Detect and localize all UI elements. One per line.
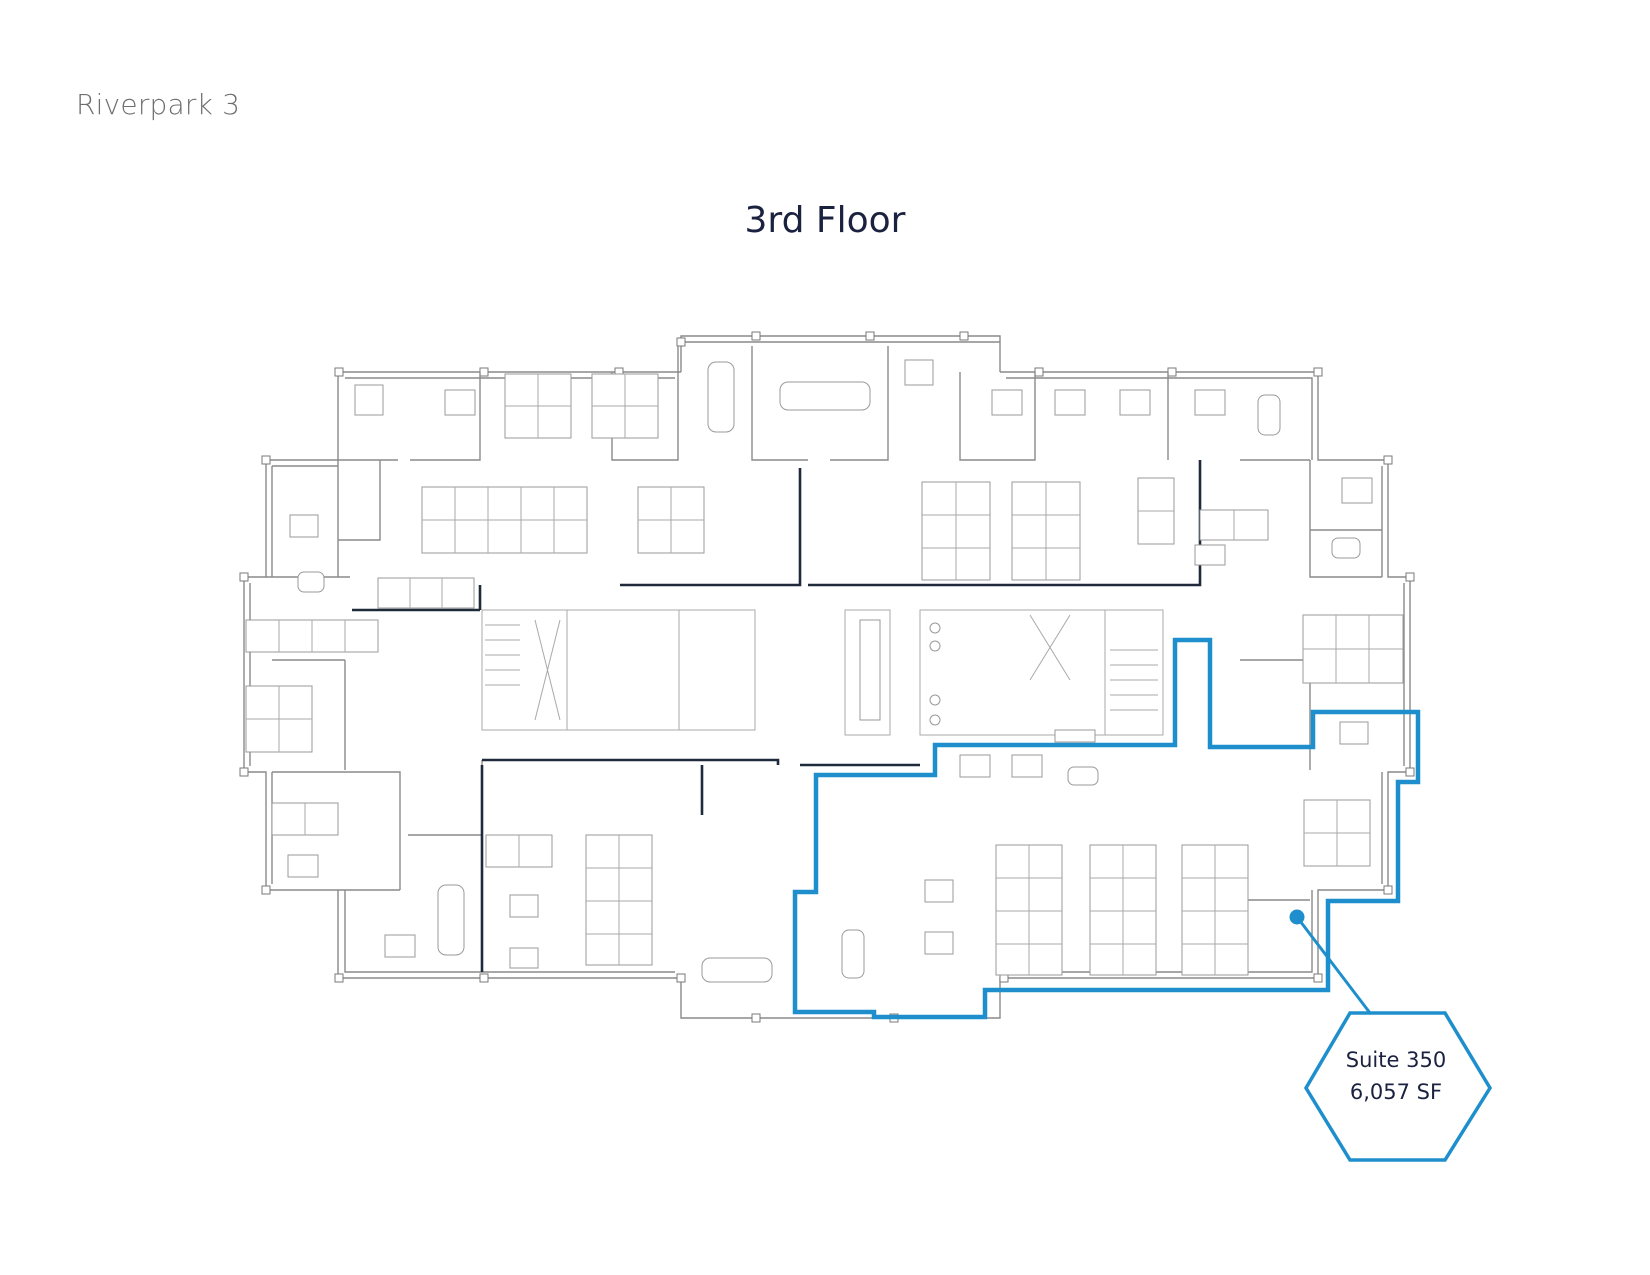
building-name: Riverpark 3	[76, 88, 241, 121]
suite-label: Suite 350	[1345, 1048, 1447, 1072]
suite-area: 6,057 SF	[1349, 1080, 1443, 1104]
suite-350-outline	[792, 637, 1421, 1020]
suite-callout-text: Suite 350 6,057 SF	[1306, 1044, 1486, 1108]
interior-walls	[266, 346, 1382, 972]
furniture	[245, 359, 1404, 983]
building-outline	[239, 331, 1415, 1023]
suite-callout	[1289, 909, 1493, 1162]
floor-title: 3rd Floor	[744, 200, 906, 241]
